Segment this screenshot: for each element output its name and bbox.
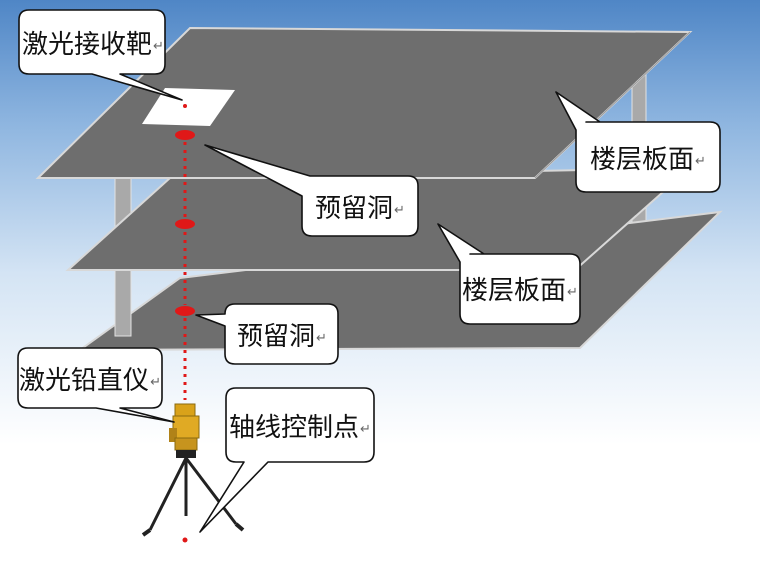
callout-bubble-upper-hole xyxy=(204,144,419,237)
paragraph-mark: ↵ xyxy=(153,38,164,54)
label-text: 预留洞 xyxy=(237,321,316,352)
callout-bubble-laser-target xyxy=(18,9,183,101)
callout-bubble-lower-hole xyxy=(195,303,339,365)
upper-reserved-hole-mark xyxy=(175,130,195,140)
label-text: 激光接收靶 xyxy=(22,29,153,60)
laser-plumb-instrument xyxy=(141,403,245,537)
label-text: 预留洞 xyxy=(315,193,394,224)
upper-floor-slab xyxy=(35,26,693,179)
callout-bubbles xyxy=(17,9,721,533)
label-text: 楼层板面 xyxy=(462,275,567,306)
callout-bubble-axis-point xyxy=(199,387,375,533)
label-lower-floor-slab: 楼层板面↵ xyxy=(462,261,578,315)
label-text: 激光铅直仪 xyxy=(19,365,150,396)
paragraph-mark: ↵ xyxy=(394,202,405,218)
label-laser-target: 激光接收靶↵ xyxy=(22,15,164,69)
label-upper-reserved-hole: 预留洞↵ xyxy=(304,179,416,233)
axis-control-point-mark xyxy=(182,537,188,543)
callout-bubble-laser-plumb xyxy=(17,347,175,423)
paragraph-mark: ↵ xyxy=(360,421,371,437)
callout-bubble-lower-slab xyxy=(437,223,581,325)
label-text: 楼层板面 xyxy=(590,144,695,175)
label-lower-reserved-hole: 预留洞↵ xyxy=(228,307,336,361)
paragraph-mark: ↵ xyxy=(316,330,327,346)
paragraph-mark: ↵ xyxy=(695,153,706,169)
label-text: 轴线控制点 xyxy=(229,412,360,443)
laser-target xyxy=(142,88,235,126)
label-laser-plumb: 激光铅直仪↵ xyxy=(19,351,161,405)
lower-reserved-hole-mark xyxy=(175,306,195,316)
label-axis-control-point: 轴线控制点↵ xyxy=(228,398,372,452)
label-upper-floor-slab: 楼层板面↵ xyxy=(578,130,718,184)
middle-reserved-hole-mark xyxy=(175,219,195,229)
callout-bubble-upper-slab xyxy=(555,91,721,193)
paragraph-mark: ↵ xyxy=(567,284,578,300)
paragraph-mark: ↵ xyxy=(150,374,161,390)
